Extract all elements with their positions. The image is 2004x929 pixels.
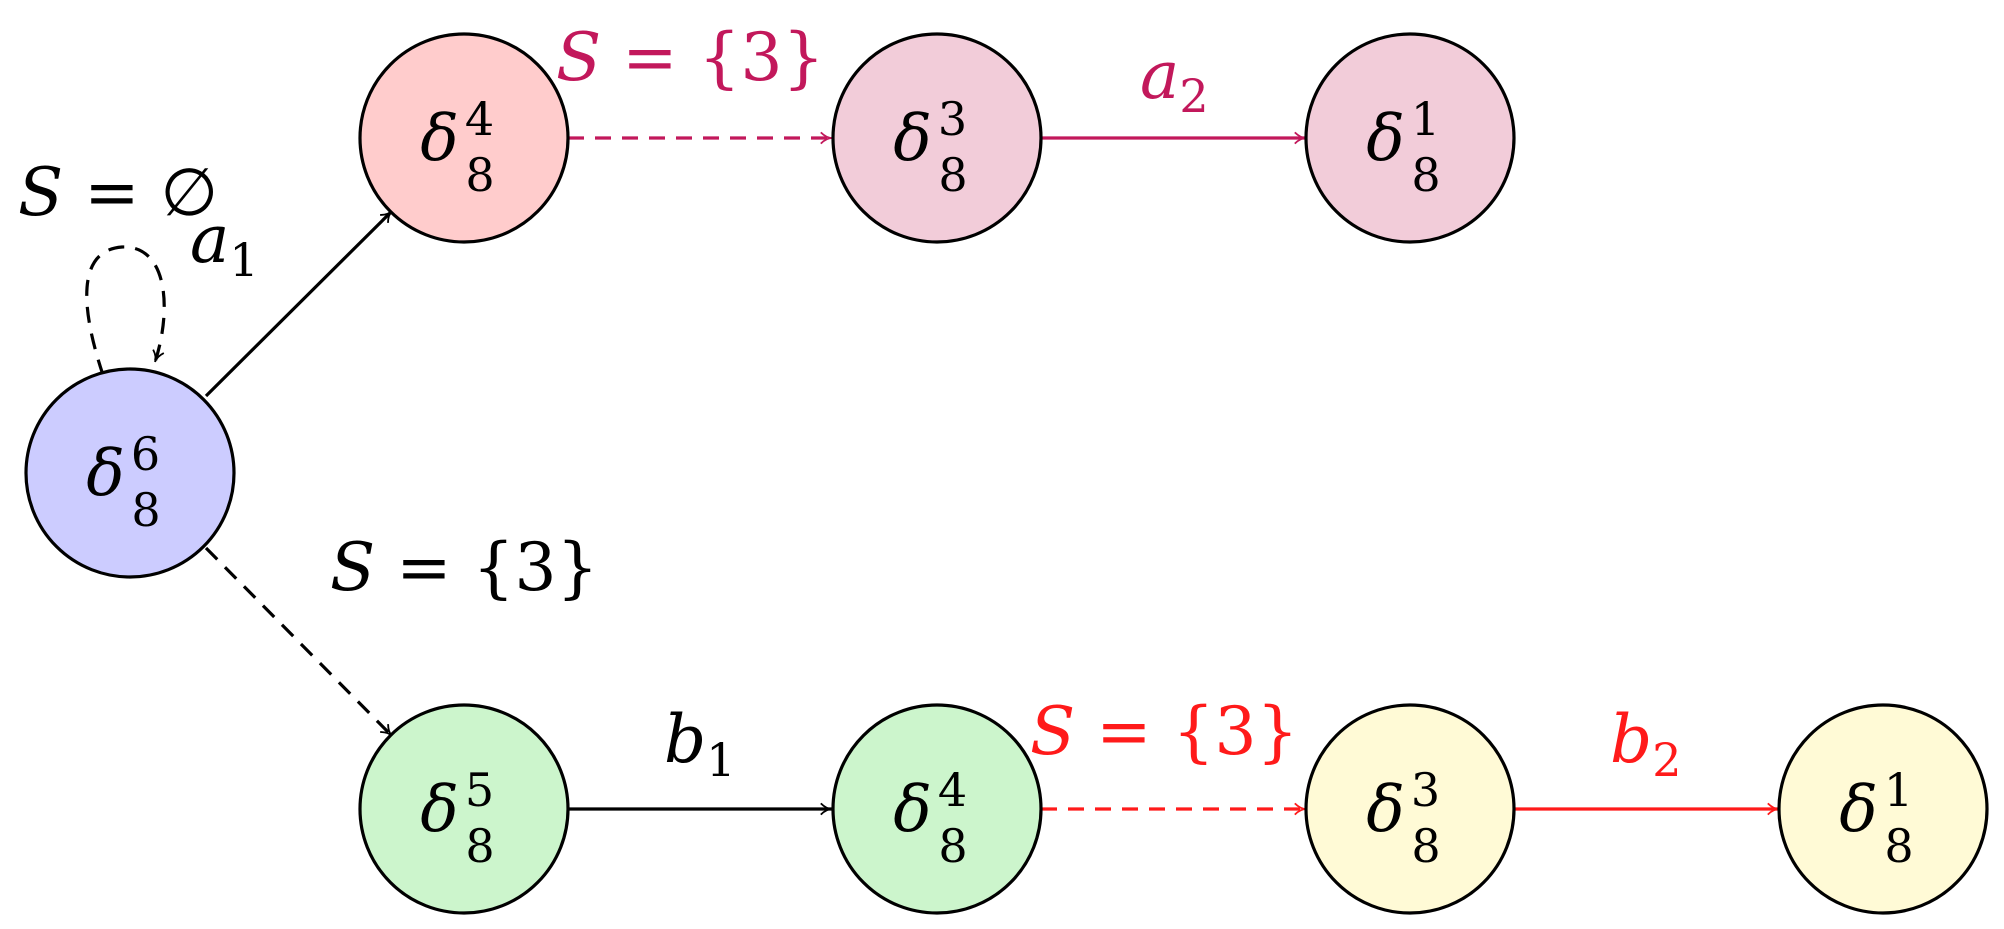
svg-text:δ 3 8: δ 3 8 xyxy=(893,92,972,202)
svg-text:δ 4 8: δ 4 8 xyxy=(420,92,499,202)
node-delta4-bottom: δ 4 8 xyxy=(831,703,1043,915)
node-delta5: δ 5 8 xyxy=(358,703,570,915)
label-b2: b2 xyxy=(1610,701,1682,787)
edge-s3-down xyxy=(204,546,394,738)
node-delta1-bottom: δ 1 8 xyxy=(1777,703,1989,915)
edge-a1 xyxy=(204,209,394,398)
label-mid-dashed: S = {3} xyxy=(330,529,598,606)
node-delta4-top: δ 4 8 xyxy=(358,32,570,244)
svg-text:δ 3 8: δ 3 8 xyxy=(1366,763,1445,873)
node-delta1-top: δ 1 8 xyxy=(1304,32,1516,244)
svg-text:δ 4 8: δ 4 8 xyxy=(893,763,972,873)
svg-text:δ 6 8: δ 6 8 xyxy=(86,427,165,537)
label-self-loop: S = ∅ xyxy=(18,154,218,231)
label-a2: a2 xyxy=(1140,37,1209,123)
node-delta6: δ 6 8 xyxy=(24,367,236,579)
label-top-dashed: S = {3} xyxy=(556,19,824,96)
svg-text:δ 1 8: δ 1 8 xyxy=(1366,92,1445,202)
node-delta3-top: δ 3 8 xyxy=(831,32,1043,244)
label-b1: b1 xyxy=(664,701,736,787)
svg-text:δ 5 8: δ 5 8 xyxy=(420,763,499,873)
node-delta3-bottom: δ 3 8 xyxy=(1304,703,1516,915)
self-loop-edge xyxy=(85,245,166,376)
label-bottom-dashed: S = {3} xyxy=(1030,693,1298,770)
svg-text:δ 1 8: δ 1 8 xyxy=(1839,763,1918,873)
label-a1: a1 xyxy=(190,201,259,287)
